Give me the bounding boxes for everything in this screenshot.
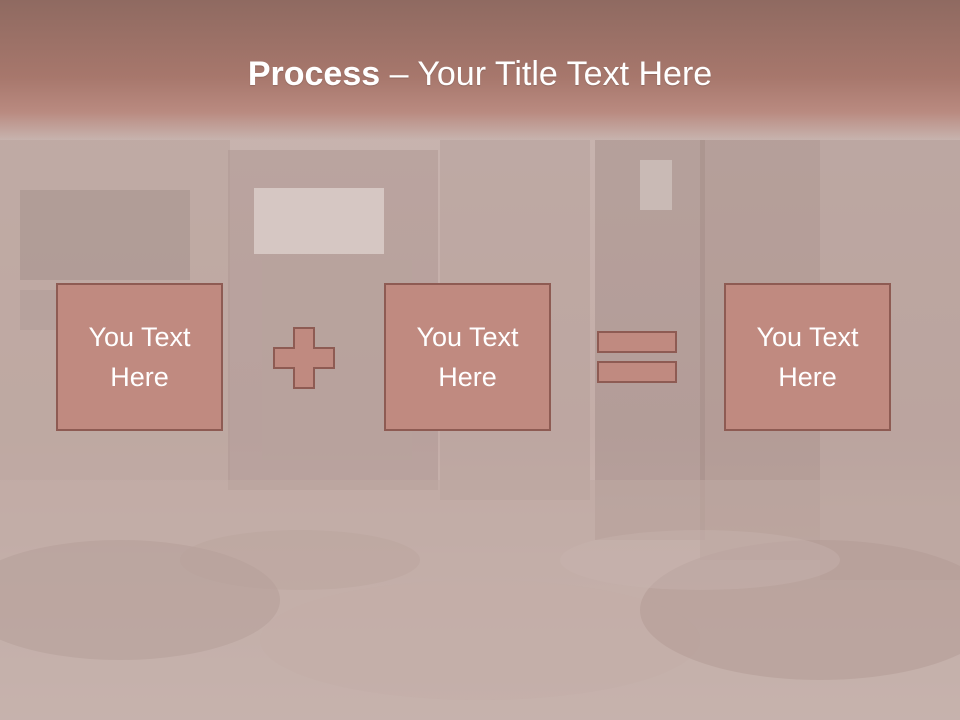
equals-icon — [597, 331, 677, 383]
process-box-1[interactable]: You Text Here — [56, 283, 223, 431]
title-rest: – Your Title Text Here — [380, 55, 713, 93]
process-box-2[interactable]: You Text Here — [384, 283, 551, 431]
process-box-1-label: You Text Here — [88, 322, 191, 392]
process-box-3[interactable]: You Text Here — [724, 283, 891, 431]
title-band — [0, 0, 960, 140]
process-box-3-label: You Text Here — [756, 322, 859, 392]
plus-icon — [273, 327, 335, 389]
process-box-2-label: You Text Here — [416, 322, 519, 392]
title-bold: Process — [247, 55, 381, 93]
slide-title: Process – Your Title Text Here — [0, 52, 960, 96]
